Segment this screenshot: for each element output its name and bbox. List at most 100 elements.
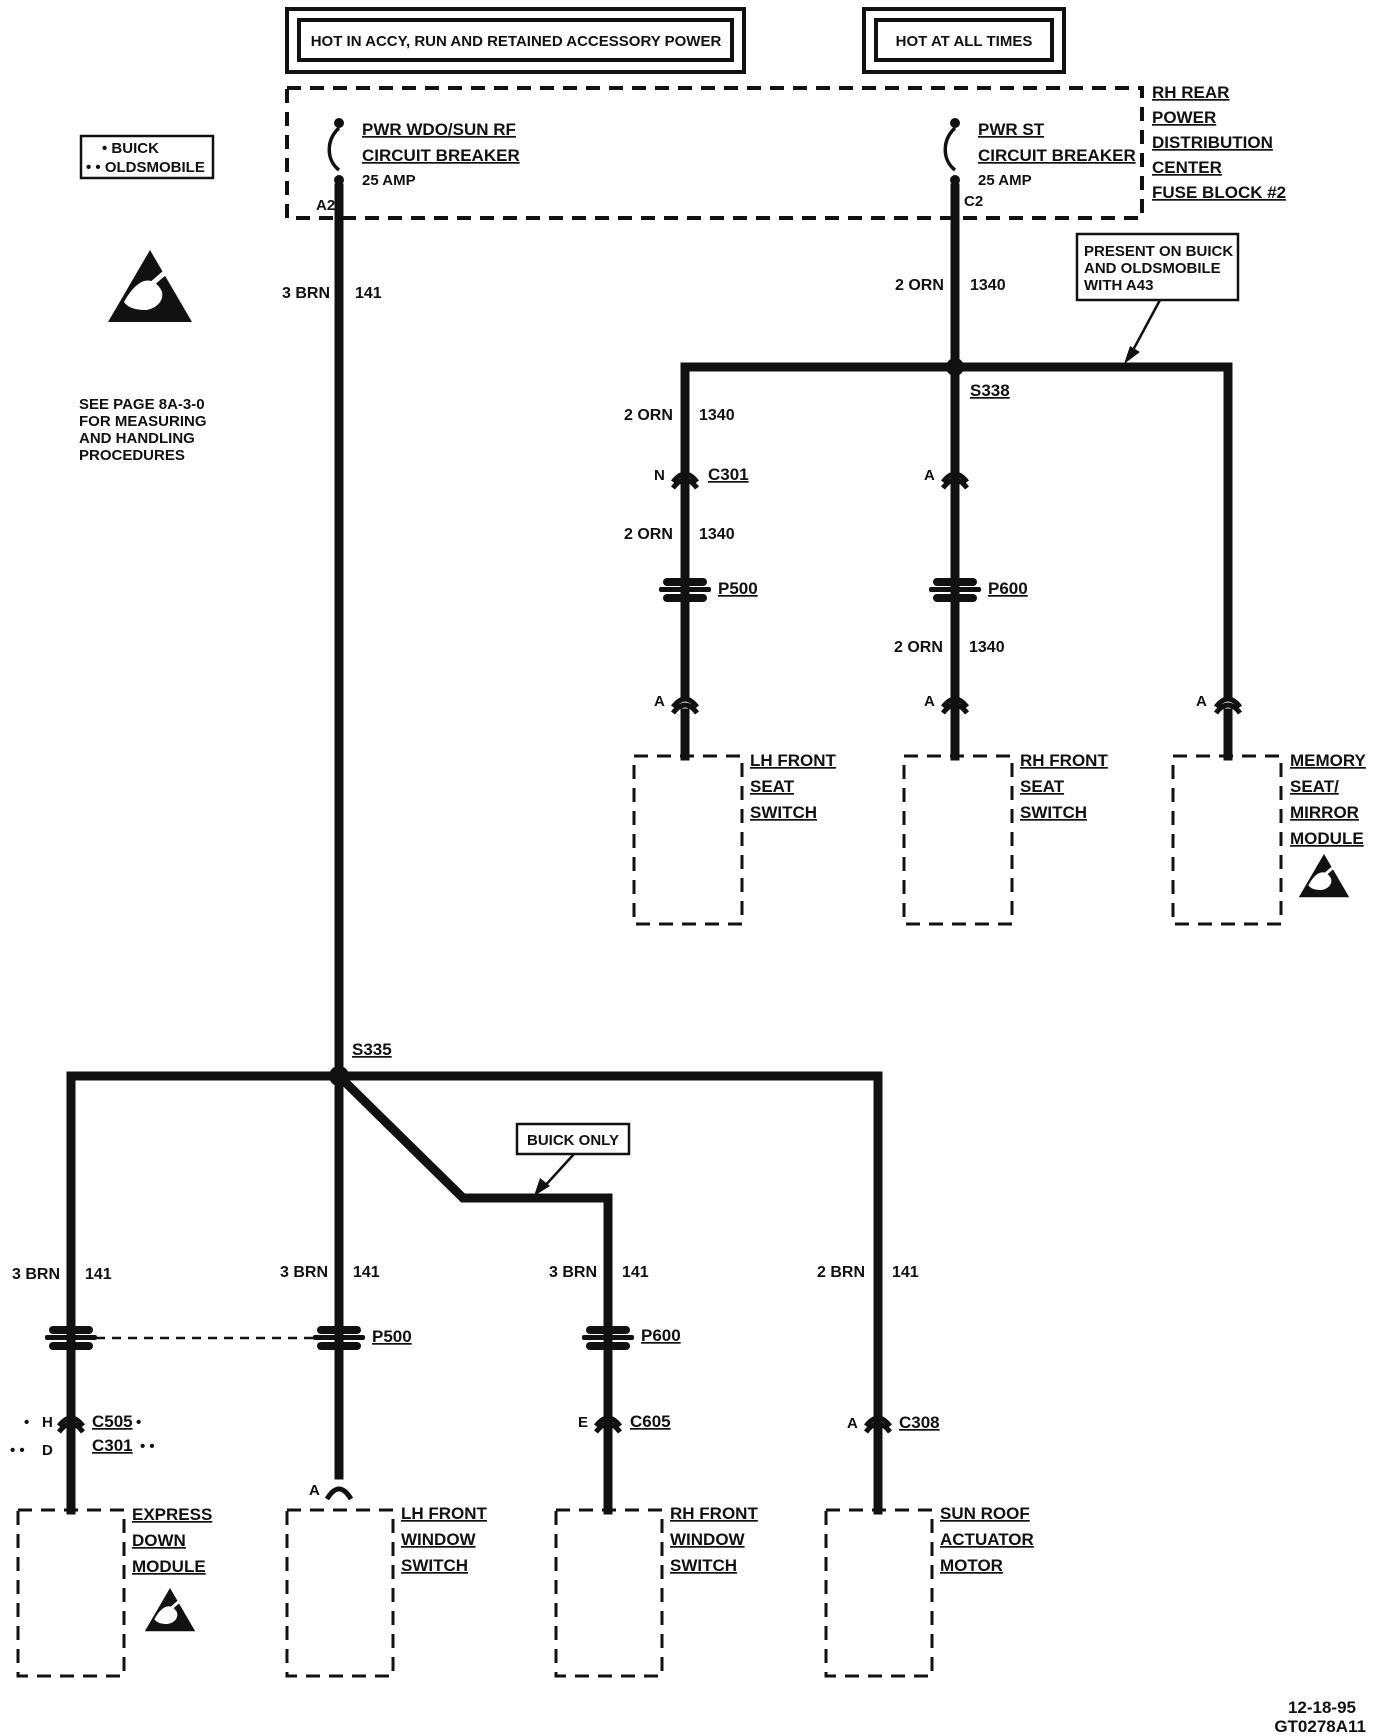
left-circuit-breaker: PWR WDO/SUN RF CIRCUIT BREAKER 25 AMP A2 [316, 118, 520, 214]
wire-141-sunroof [334, 1071, 883, 1515]
svg-text:WINDOW: WINDOW [401, 1530, 477, 1549]
wire-label-rh-window: 3 BRN [549, 1264, 597, 1281]
connector-p600-top-icon [929, 578, 981, 602]
svg-text:SWITCH: SWITCH [670, 1556, 737, 1575]
connector-lh-window: A [309, 1482, 354, 1501]
wire-circuit-lh-window: 141 [353, 1264, 380, 1281]
svg-text:LH FRONT: LH FRONT [750, 751, 837, 770]
a43-callout: PRESENT ON BUICK AND OLDSMOBILE WITH A43 [1075, 232, 1240, 364]
wire-circuit-141-main: 141 [355, 285, 382, 302]
wire-circuit-lh-seat-upper: 1340 [699, 407, 735, 424]
wire-label-lh-seat-lower: 2 ORN [624, 526, 673, 543]
svg-text:RH REAR: RH REAR [1152, 83, 1229, 102]
svg-text:•: • [24, 1414, 29, 1431]
svg-text:SUN ROOF: SUN ROOF [940, 1504, 1030, 1523]
svg-text:A2: A2 [316, 197, 335, 214]
svg-text:ACTUATOR: ACTUATOR [940, 1530, 1034, 1549]
always-hot-label: HOT AT ALL TIMES [862, 7, 1066, 74]
connector-express-inline-icon [45, 1326, 97, 1350]
wire-circuit-1340-main: 1340 [970, 277, 1006, 294]
svg-text:RH FRONT: RH FRONT [670, 1504, 758, 1523]
svg-text:A: A [847, 1415, 858, 1432]
esd-note: SEE PAGE 8A-3-0 FOR MEASURING AND HANDLI… [79, 396, 207, 464]
svg-text:PWR ST: PWR ST [978, 120, 1045, 139]
svg-text:A: A [924, 467, 935, 484]
svg-text:HOT IN ACCY, RUN AND RETAINED: HOT IN ACCY, RUN AND RETAINED ACCESSORY … [311, 33, 722, 50]
express-down-module: EXPRESS DOWN MODULE [16, 1505, 212, 1678]
connector-memory: A [1196, 693, 1242, 715]
svg-text:FOR MEASURING: FOR MEASURING [79, 413, 207, 430]
svg-text:MODULE: MODULE [1290, 829, 1364, 848]
svg-text:N: N [654, 467, 665, 484]
svg-text:MEMORY: MEMORY [1290, 751, 1367, 770]
legend-box: • BUICK • • OLDSMOBILE [79, 134, 215, 180]
rh-front-seat-switch: RH FRONT SEAT SWITCH [902, 751, 1108, 926]
svg-text:A: A [924, 693, 935, 710]
connector-p600-bottom-icon [582, 1326, 634, 1350]
wire-circuit-rh-window: 141 [622, 1264, 649, 1281]
splice-s338 [946, 358, 964, 376]
wire-circuit-express: 141 [85, 1266, 112, 1283]
svg-text:D: D [42, 1442, 53, 1459]
svg-text:SWITCH: SWITCH [1020, 803, 1087, 822]
svg-text:WINDOW: WINDOW [670, 1530, 746, 1549]
svg-text:RH FRONT: RH FRONT [1020, 751, 1108, 770]
svg-text:C2: C2 [964, 193, 983, 210]
wire-141-rh-window [338, 1075, 613, 1515]
wire-label-express: 3 BRN [12, 1266, 60, 1283]
svg-text:MIRROR: MIRROR [1290, 803, 1359, 822]
svg-text:GT0278A11: GT0278A11 [1274, 1717, 1366, 1736]
svg-text:MODULE: MODULE [132, 1557, 206, 1576]
svg-text:CENTER: CENTER [1152, 158, 1222, 177]
svg-text:C505: C505 [92, 1412, 133, 1431]
svg-text:C308: C308 [899, 1413, 940, 1432]
svg-text:• • OLDSMOBILE: • • OLDSMOBILE [86, 159, 205, 176]
svg-text:PRESENT ON BUICK: PRESENT ON BUICK [1084, 243, 1233, 260]
svg-text:CIRCUIT BREAKER: CIRCUIT BREAKER [978, 146, 1136, 165]
svg-text:A: A [1196, 693, 1207, 710]
svg-text:DOWN: DOWN [132, 1531, 186, 1550]
connector-lh-seat: A [654, 693, 699, 715]
wire-label-141-main: 3 BRN [282, 285, 330, 302]
svg-text:25 AMP: 25 AMP [978, 172, 1032, 189]
memory-seat-mirror-module: MEMORY SEAT/ MIRROR MODULE [1171, 751, 1367, 926]
svg-text:FUSE BLOCK #2: FUSE BLOCK #2 [1152, 183, 1286, 202]
svg-text:• BUICK: • BUICK [102, 140, 159, 157]
svg-text:POWER: POWER [1152, 108, 1216, 127]
lh-front-window-switch: LH FRONT WINDOW SWITCH [285, 1504, 488, 1678]
svg-text:MOTOR: MOTOR [940, 1556, 1003, 1575]
fuse-block-boundary [285, 86, 1144, 220]
connector-rh-seat-top: A [924, 467, 969, 490]
svg-text:12-18-95: 12-18-95 [1288, 1698, 1356, 1717]
connector-rh-seat: A [924, 693, 969, 715]
connector-p500-top-icon [659, 578, 711, 602]
svg-text:AND HANDLING: AND HANDLING [79, 430, 195, 447]
accessory-power-label: HOT IN ACCY, RUN AND RETAINED ACCESSORY … [285, 7, 746, 74]
buick-only-callout: BUICK ONLY [515, 1122, 631, 1196]
svg-text:WITH A43: WITH A43 [1084, 277, 1153, 294]
svg-text:C605: C605 [630, 1412, 671, 1431]
wire-label-lh-window: 3 BRN [280, 1264, 328, 1281]
memory-module-esd-icon [1297, 852, 1351, 899]
svg-text:DISTRIBUTION: DISTRIBUTION [1152, 133, 1273, 152]
svg-text:SWITCH: SWITCH [401, 1556, 468, 1575]
svg-text:SEAT: SEAT [1020, 777, 1065, 796]
rh-front-window-switch: RH FRONT WINDOW SWITCH [554, 1504, 758, 1678]
svg-text:C301: C301 [708, 465, 749, 484]
svg-text:•: • [136, 1414, 141, 1431]
svg-text:C301: C301 [92, 1436, 133, 1455]
svg-text:A: A [309, 1482, 320, 1499]
svg-text:• •: • • [140, 1438, 155, 1455]
wire-label-lh-seat-upper: 2 ORN [624, 407, 673, 424]
svg-text:PROCEDURES: PROCEDURES [79, 447, 185, 464]
lh-front-seat-switch: LH FRONT SEAT SWITCH [632, 751, 837, 926]
svg-text:SEAT: SEAT [750, 777, 795, 796]
svg-text:• •: • • [10, 1442, 25, 1459]
splice-s338-label: S338 [970, 381, 1010, 400]
footer-code: 12-18-95 GT0278A11 [1274, 1698, 1366, 1736]
splice-s335-label: S335 [352, 1040, 392, 1059]
svg-text:SEE PAGE 8A-3-0: SEE PAGE 8A-3-0 [79, 396, 205, 413]
svg-text:25 AMP: 25 AMP [362, 172, 416, 189]
connector-c308: A C308 [847, 1413, 940, 1434]
svg-text:H: H [42, 1414, 53, 1431]
